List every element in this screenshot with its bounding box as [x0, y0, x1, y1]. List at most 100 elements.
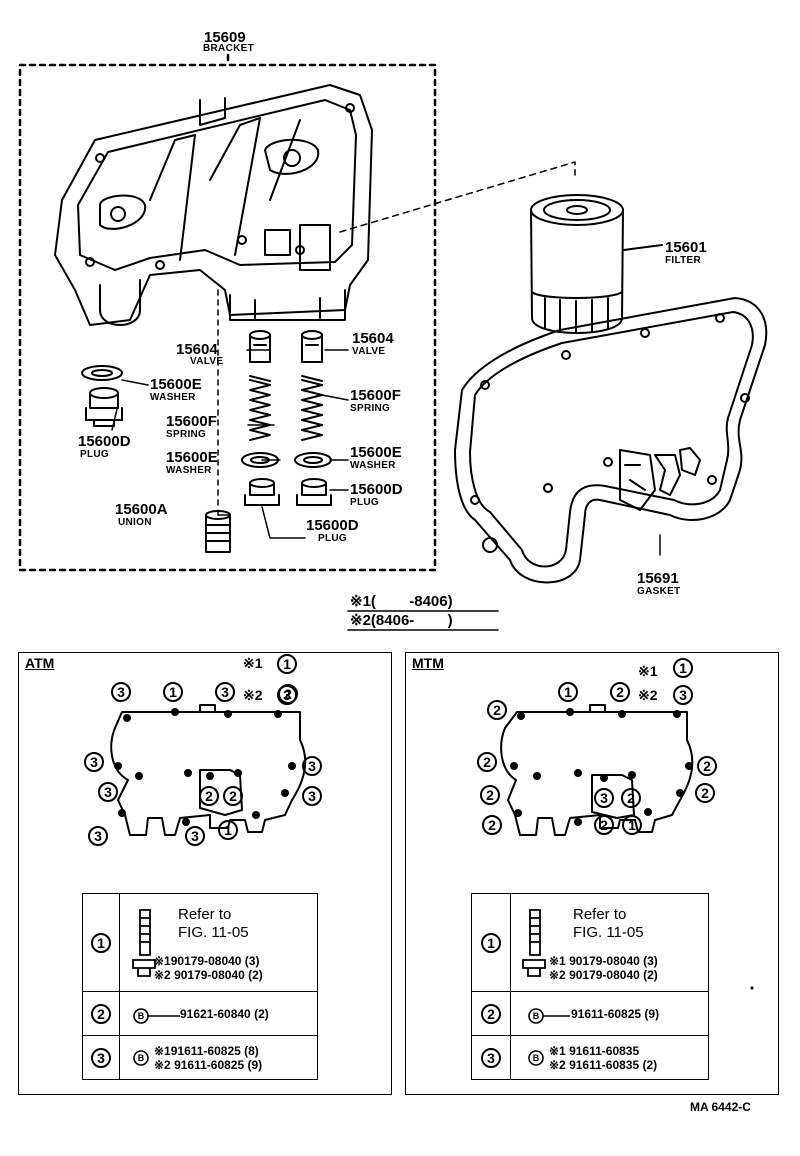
- mtm-mark2: ※2: [638, 688, 658, 703]
- atm-bolt-callout: 3: [98, 782, 118, 802]
- atm-mark2-label: ※2: [243, 687, 263, 703]
- mtm-title: MTM: [412, 655, 444, 671]
- mtm-mark1-circle: 1: [673, 658, 693, 678]
- mtm-bolt-callout: 1: [558, 682, 578, 702]
- washer-left-part-name: WASHER: [166, 465, 212, 476]
- washer-right-part-name: WASHER: [350, 460, 396, 471]
- bracket-housing: [54, 84, 373, 326]
- oil-filter: [530, 194, 663, 334]
- plug-right-shape: [296, 478, 332, 506]
- spring-left-part-name: SPRING: [166, 429, 207, 440]
- atm-mark1: ※1: [243, 656, 263, 671]
- mtm-row2-part: 91611-60825 (9): [571, 1007, 660, 1021]
- atm-legend-table: 1 Refer to FIG. 11-05 ※190179-08040 (3) …: [82, 893, 318, 1080]
- filter-part-name: FILTER: [665, 255, 702, 266]
- mtm-legend-num-2: 2: [481, 1003, 501, 1024]
- atm-bolt-callout: 3: [215, 682, 235, 702]
- mtm-mark2-circle: 3: [673, 685, 693, 705]
- spring-left-part-number: 15600F: [166, 413, 217, 430]
- valve-left-part-name: VALVE: [190, 356, 224, 367]
- mtm-bolt-map: [500, 704, 694, 836]
- union-shape: [205, 510, 231, 553]
- atm-row3-part-a: ※191611-60825 (8): [154, 1044, 259, 1058]
- note-line-1: ※1( -8406): [350, 594, 453, 609]
- atm-bolt-callout: 3: [302, 786, 322, 806]
- mtm-bolt-callout: 2: [610, 682, 630, 702]
- note-2-range: (8406- ): [370, 612, 453, 629]
- mtm-bolt-callout: 3: [594, 788, 614, 808]
- mtm-bolt-callout: 2: [477, 752, 497, 772]
- note-2-mark: ※2: [350, 612, 371, 629]
- mtm-mark1-label: ※1: [638, 663, 658, 679]
- atm-bolt-callout: 3: [111, 682, 131, 702]
- gasket-outline: [454, 297, 768, 584]
- plug-left-part-number: 15600D: [306, 517, 359, 534]
- figure-code: MA 6442-C: [690, 1100, 751, 1114]
- atm-fig-ref: FIG. 11-05: [178, 924, 249, 941]
- filter-part-number: 15601: [665, 239, 707, 256]
- atm-row2-part: 91621-60840 (2): [180, 1007, 269, 1021]
- mtm-legend-num-3: 3: [481, 1047, 501, 1068]
- mtm-mark2-label: ※2: [638, 687, 658, 703]
- atm-mark2: ※2: [243, 688, 263, 703]
- mtm-bolt-callout: 2: [697, 756, 717, 776]
- mtm-row1-part-a: ※1 90179-08040 (3): [549, 954, 658, 968]
- valve-right-part-name: VALVE: [352, 346, 386, 357]
- spring-right-part-name: SPRING: [350, 403, 391, 414]
- atm-bolt-callout: 3: [185, 826, 205, 846]
- valve-right-part-number: 15604: [352, 330, 394, 347]
- atm-bolt-callout: 2: [199, 786, 219, 806]
- washer-left-part-number: 15600E: [166, 449, 218, 466]
- bracket-group-frame: [18, 53, 437, 572]
- plug-right-part-name: PLUG: [350, 497, 379, 508]
- note-1-range: ( -8406): [370, 593, 453, 610]
- bracket-part-number: 15609: [204, 29, 246, 46]
- bracket-part-name: BRACKET: [203, 43, 254, 54]
- atm-bolt-callout: 2: [223, 786, 243, 806]
- washer-right-shape: [294, 452, 332, 468]
- atm-row1-part-b: ※2 90179-08040 (2): [154, 968, 263, 982]
- filter-leader: [339, 161, 576, 233]
- union-part-number: 15600A: [115, 501, 168, 518]
- atm-bolt-callout: 2: [278, 684, 298, 704]
- atm-mark1-label: ※1: [243, 655, 263, 671]
- atm-bolt-callout: 3: [84, 752, 104, 772]
- atm-bolt-callout: 1: [163, 682, 183, 702]
- mtm-mark1: ※1: [638, 664, 658, 679]
- atm-bolt-callout: 1: [218, 820, 238, 840]
- mtm-row1-part-b: ※2 90179-08040 (2): [549, 968, 658, 982]
- washer-outer-shape: [81, 365, 123, 381]
- mtm-bolt-callout: 2: [480, 785, 500, 805]
- plug-outer-part-number: 15600D: [78, 433, 131, 450]
- gasket-part-name: GASKET: [637, 586, 681, 597]
- plug-outer-part-name: PLUG: [80, 449, 109, 460]
- mtm-bolt-callout: 1: [622, 815, 642, 835]
- plug-outer-shape: [85, 387, 123, 427]
- union-part-name: UNION: [118, 517, 152, 528]
- gasket-part-number: 15691: [637, 570, 679, 587]
- mtm-refer-to: Refer to: [573, 906, 627, 923]
- spring-right-part-number: 15600F: [350, 387, 401, 404]
- note-1-mark: ※1: [350, 593, 371, 610]
- washer-outer-part-name: WASHER: [150, 392, 196, 403]
- atm-refer-to: Refer to: [178, 906, 232, 923]
- valve-left-shape: [249, 330, 271, 363]
- mtm-legend-num-1: 1: [481, 932, 501, 953]
- atm-row3-part-b: ※2 91611-60825 (9): [154, 1058, 263, 1072]
- atm-title: ATM: [25, 655, 55, 671]
- mtm-row3-part-a: ※1 91611-60835: [549, 1044, 640, 1058]
- valve-right-shape: [301, 330, 349, 363]
- atm-legend-num-2: 2: [91, 1003, 111, 1024]
- mtm-bolt-callout: 2: [695, 783, 715, 803]
- mtm-row3-part-b: ※2 91611-60835 (2): [549, 1058, 658, 1072]
- atm-bolt-map: [110, 704, 307, 836]
- atm-row1-part-a: ※190179-08040 (3): [154, 954, 260, 968]
- mtm-bolt-callout: 2: [594, 815, 614, 835]
- spring-left-shape: [249, 375, 271, 441]
- atm-mark1-circle: 1: [277, 654, 297, 674]
- mtm-legend-table: 1 Refer to FIG. 11-05 ※1 90179-08040 (3)…: [471, 893, 709, 1080]
- mtm-bolt-callout: 2: [487, 700, 507, 720]
- mtm-bolt-callout: 2: [621, 788, 641, 808]
- washer-outer-part-number: 15600E: [150, 376, 202, 393]
